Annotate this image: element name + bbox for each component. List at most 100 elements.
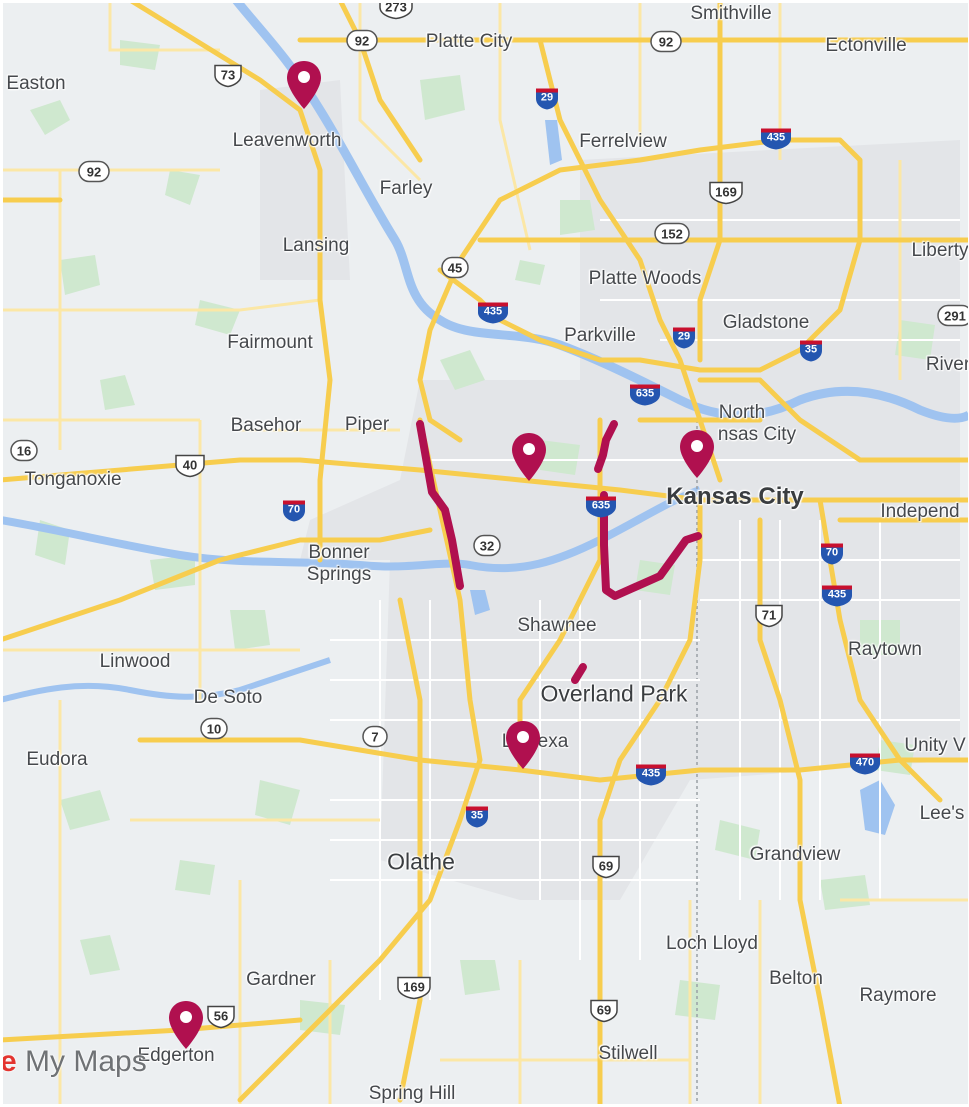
state-route-16-shield: 16 (10, 439, 38, 467)
state-route-7-shield: 7 (362, 725, 388, 753)
state-shield-icon (473, 534, 501, 557)
interstate-shield-icon (800, 340, 822, 362)
map-pin-icon (287, 61, 321, 109)
city-label-gladstone: Gladstone (722, 312, 810, 333)
us-shield-icon (397, 976, 431, 1000)
city-label-raytown: Raytown (848, 639, 922, 660)
route-segment-north (594, 420, 618, 473)
route-segment-south (571, 663, 587, 684)
state-shield-icon (441, 256, 469, 279)
interstate-shield-icon (850, 753, 880, 775)
map-pin-icon (506, 721, 540, 769)
lakes (470, 120, 895, 835)
state-route-152-shield: 152 (654, 222, 690, 250)
us-route-169-shield: 169 (708, 181, 744, 210)
interstate-70-east-shield: 70 (819, 540, 845, 571)
state-shield-icon (650, 30, 682, 53)
state-route-92-east-shield: 92 (650, 30, 682, 58)
state-route-32-shield: 32 (473, 534, 501, 562)
pin-kansas-city-ks[interactable] (511, 432, 547, 482)
interstate-435-north-shield: 435 (759, 125, 793, 156)
city-label-linwood: Linwood (99, 651, 171, 672)
city-label-basehor: Basehor (230, 415, 302, 436)
interstate-shield-icon (478, 302, 508, 324)
city-label-grandview: Grandview (749, 844, 841, 865)
city-label-olathe: Olathe (387, 848, 455, 875)
state-shield-icon (654, 222, 690, 245)
interstate-shield-icon (466, 806, 488, 828)
city-label-lenexa: exa (537, 731, 569, 752)
pin-dot (298, 71, 310, 83)
city-label-ferrelview: Ferrelview (579, 131, 667, 152)
interstate-635-north-shield: 635 (628, 381, 662, 412)
city-label-tonganoxie: Tonganoxie (24, 469, 122, 490)
state-shield-icon (200, 717, 228, 740)
state-shield-icon (346, 29, 378, 52)
city-label-smithville: Smithville (690, 3, 772, 24)
city-label-liberty: Liberty (911, 240, 969, 261)
route-segment-west (416, 420, 464, 590)
state-route-10-shield: 10 (200, 717, 228, 745)
city-label-loch-lloyd: Loch Lloyd (666, 933, 758, 954)
city-label-spring-hill: Spring Hill (368, 1083, 456, 1104)
city-label-farley: Farley (379, 178, 433, 199)
interstate-shield-icon (821, 543, 843, 565)
interstate-shield-icon (630, 384, 660, 406)
interstate-shield-icon (586, 496, 616, 518)
us-route-273-shield: 273 (378, 0, 414, 25)
interstate-shield-icon (822, 585, 852, 607)
pin-kansas-city-mo[interactable] (679, 429, 715, 479)
interstate-shield-icon (761, 128, 791, 150)
state-shield-icon (362, 725, 388, 748)
us-shield-icon (755, 604, 783, 628)
us-shield-icon (175, 454, 205, 478)
city-label-shawnee: Shawnee (517, 615, 597, 636)
city-label-platte-woods: Platte Woods (588, 268, 702, 289)
google-logo-fragment: e (0, 1045, 17, 1078)
city-label-north: North (718, 402, 766, 423)
map-pin-icon (169, 1001, 203, 1049)
city-label-overland-park: Overland Park (540, 680, 688, 707)
state-route-291-shield: 291 (937, 304, 969, 332)
route-segments (416, 420, 702, 684)
city-label-bonner-springs: Springs (306, 564, 372, 585)
us-route-71-shield: 71 (754, 604, 784, 633)
my-maps-watermark[interactable]: e My Maps (0, 1045, 147, 1079)
us-route-169-south-shield: 169 (396, 976, 432, 1005)
city-label-ectonville: Ectonville (825, 35, 907, 56)
city-label-fairmount: Fairmount (227, 332, 313, 353)
us-route-56-shield: 56 (206, 1005, 236, 1034)
interstate-435-south-shield: 435 (634, 761, 668, 792)
pin-dot (180, 1011, 192, 1023)
city-label-lansing: Lansing (282, 235, 350, 256)
us-route-40-shield: 40 (174, 454, 206, 483)
interstate-29-south-shield: 29 (671, 324, 697, 355)
us-route-73-shield: 73 (213, 64, 243, 93)
interstate-470-shield: 470 (848, 750, 882, 781)
pin-leavenworth[interactable] (286, 60, 322, 110)
city-label-river: River (925, 354, 969, 375)
state-shield-icon (10, 439, 38, 462)
interstate-35-south-shield: 35 (464, 803, 490, 834)
city-label-raymore: Raymore (859, 985, 937, 1006)
pin-lenexa[interactable] (505, 720, 541, 770)
interstate-shield-icon (673, 327, 695, 349)
state-shield-icon (937, 304, 969, 327)
city-label-piper: Piper (344, 414, 390, 435)
city-label-bonner: Bonner (308, 542, 370, 563)
map-pin-icon (680, 430, 714, 478)
pin-dot (523, 443, 535, 455)
city-label-edgerton: Edgerton (137, 1045, 215, 1066)
map-pin-icon (512, 433, 546, 481)
state-route-92-ks-shield: 92 (78, 160, 110, 188)
us-route-69-shield: 69 (591, 855, 621, 884)
city-label-leavenworth: Leavenworth (232, 130, 342, 151)
us-shield-icon (214, 64, 242, 88)
pin-edgerton[interactable] (168, 1000, 204, 1050)
city-label-north-kansas-city: nsas City (717, 424, 797, 445)
state-shield-icon (78, 160, 110, 183)
park-areas (30, 40, 935, 1035)
pin-dot (691, 440, 703, 452)
